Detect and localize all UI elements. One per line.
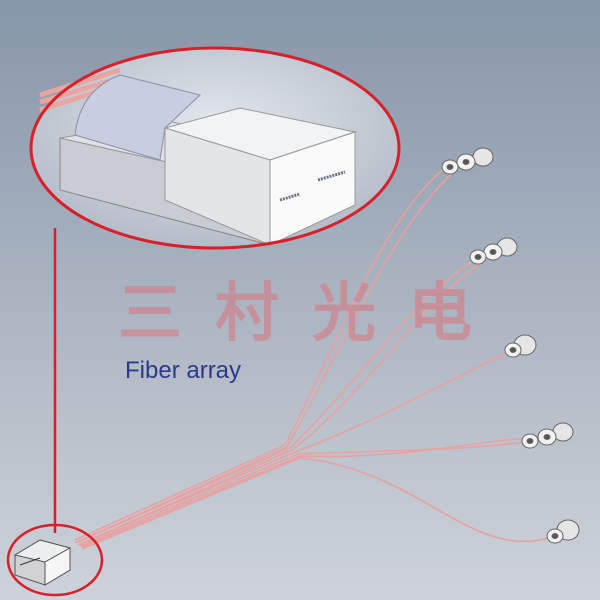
fiber xyxy=(79,441,523,547)
connector xyxy=(546,519,580,544)
fiber-array-chip xyxy=(13,539,72,586)
fiber xyxy=(77,253,496,546)
connector xyxy=(504,334,537,358)
fiber xyxy=(81,436,541,548)
fiber xyxy=(77,257,479,543)
zoom-detail xyxy=(29,46,401,250)
fiber xyxy=(81,457,549,550)
fiber xyxy=(74,167,446,541)
fiber-array-label: Fiber array xyxy=(125,357,242,384)
chip-highlight-circle xyxy=(6,523,104,597)
connectors xyxy=(441,147,580,544)
watermark-char: 电 xyxy=(408,277,472,351)
fibers xyxy=(74,163,549,550)
connector xyxy=(469,237,518,265)
watermark-char: 村 xyxy=(215,277,279,351)
zoom-block-front xyxy=(269,131,356,246)
connector xyxy=(441,147,494,175)
zoom-lid xyxy=(74,74,202,161)
connector xyxy=(521,422,574,449)
fiber xyxy=(79,351,509,545)
fiber xyxy=(74,163,463,544)
zoom-highlight-circle xyxy=(29,46,401,250)
watermark-char: 三 xyxy=(118,277,182,351)
watermark-char: 光 xyxy=(312,277,376,351)
